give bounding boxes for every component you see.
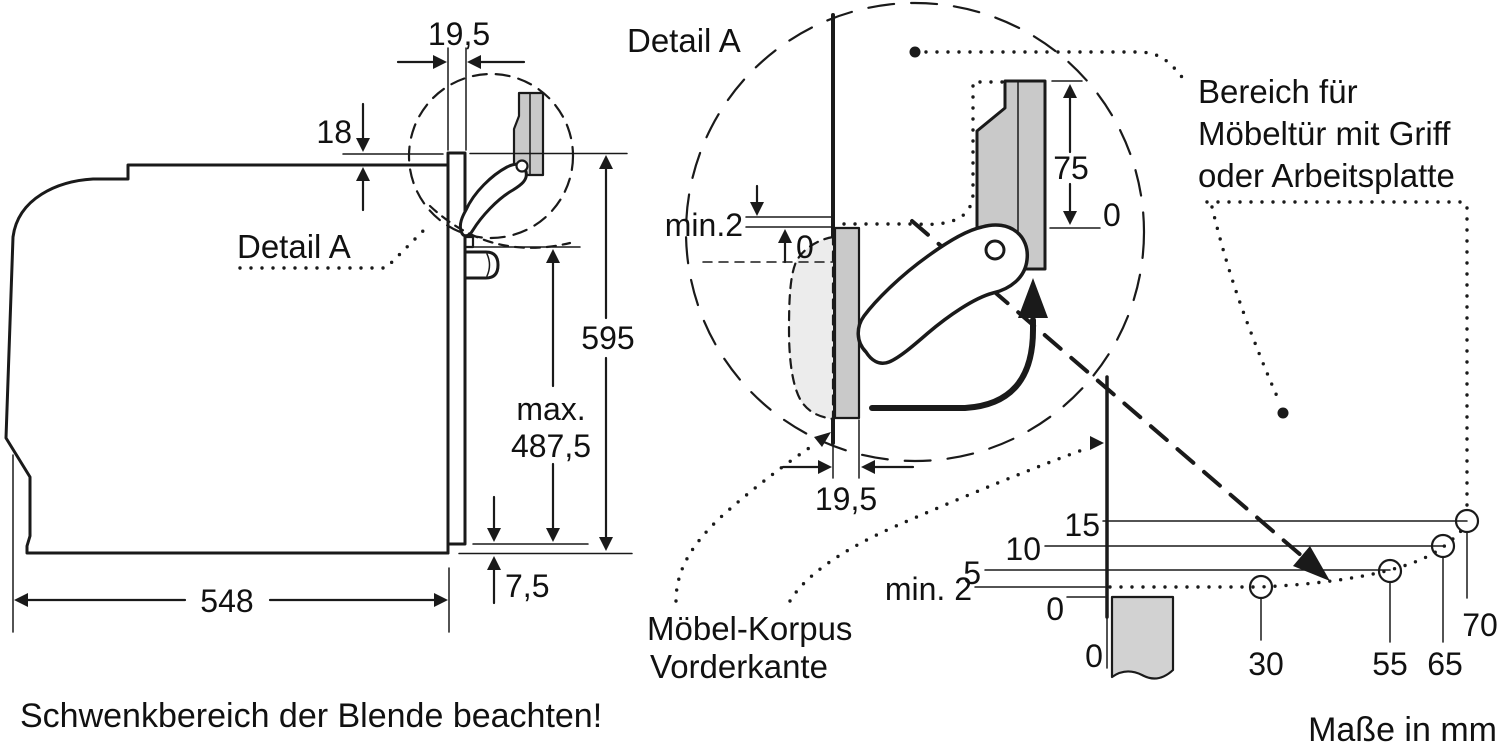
door-hinge-arm-small bbox=[458, 162, 528, 238]
front-edge-line1: Möbel-Korpus bbox=[647, 610, 852, 647]
furniture-panel-section bbox=[1110, 595, 1175, 680]
oven-front-panel bbox=[446, 151, 467, 555]
offset-chart: 15 10 5 min. 2 0 0 30 55 65 70 bbox=[885, 375, 1498, 682]
curve-marker-65 bbox=[1430, 533, 1456, 559]
dim-max-label1: max. bbox=[516, 391, 585, 427]
dim-75: 75 0 bbox=[1049, 80, 1121, 233]
oven-side-view bbox=[4, 72, 633, 555]
area-note-leader-left bbox=[1210, 205, 1282, 405]
dim-min2-label: min.2 bbox=[665, 207, 743, 243]
dim-595: 595 bbox=[581, 155, 635, 551]
dim-18-label: 18 bbox=[316, 114, 352, 150]
xlabel-70: 70 bbox=[1462, 607, 1498, 643]
dim-19-5-left-label: 19,5 bbox=[428, 16, 490, 52]
detail-a-title: Detail A bbox=[627, 22, 741, 59]
control-knob-detail bbox=[486, 253, 491, 277]
xlabel-55: 55 bbox=[1372, 646, 1408, 682]
front-edge-leader-left-arrowhead bbox=[814, 432, 831, 447]
dim-18: 18 bbox=[316, 102, 370, 212]
ylabel-min2: min. 2 bbox=[885, 571, 972, 607]
detail-a-view: Detail A min.2 0 bbox=[627, 1, 1330, 581]
dim-min-2: min.2 0 bbox=[665, 184, 834, 265]
door-hinge-arm-large bbox=[856, 223, 1029, 365]
front-edge-note: Möbel-Korpus Vorderkante bbox=[647, 432, 1104, 685]
ylabel-10: 10 bbox=[1005, 531, 1041, 567]
ylabel-0: 0 bbox=[1046, 591, 1064, 627]
warning-note: Schwenkbereich der Blende beachten! bbox=[20, 697, 602, 735]
xlabel-0: 0 bbox=[1085, 638, 1103, 674]
area-note: Bereich für Möbeltür mit Griff oder Arbe… bbox=[1198, 73, 1469, 514]
door-zone-dotted bbox=[838, 80, 1004, 227]
dim-7-5: 7,5 bbox=[487, 495, 549, 605]
detail-a-reference: Detail A bbox=[237, 222, 432, 270]
dim-zero-left-label: 0 bbox=[796, 229, 814, 265]
oven-panel-section bbox=[833, 226, 861, 420]
dim-7-5-label: 7,5 bbox=[505, 568, 549, 604]
detail-a-ref-label: Detail A bbox=[237, 228, 351, 265]
dim-max-487-5: max. 487,5 bbox=[511, 249, 591, 542]
panel-tab bbox=[463, 235, 475, 249]
curve-marker-30 bbox=[1248, 574, 1274, 600]
offset-curve-dotted bbox=[1108, 521, 1468, 589]
hinge-pivot-small bbox=[515, 159, 529, 173]
door-motion-arrow-curve bbox=[869, 317, 1036, 411]
dim-zero-right-label: 0 bbox=[1103, 197, 1121, 233]
curve-marker-70 bbox=[1454, 508, 1480, 534]
units-note: Maße in mm bbox=[1308, 711, 1497, 747]
detail-a-circle-large bbox=[684, 1, 1146, 463]
area-note-line1: Bereich für bbox=[1198, 73, 1358, 110]
xlabel-65: 65 bbox=[1427, 646, 1463, 682]
front-edge-leader-right-arrowhead bbox=[1090, 436, 1104, 450]
dim-19-5-detail-label: 19,5 bbox=[815, 481, 877, 517]
dim-595-label: 595 bbox=[581, 320, 634, 356]
leader-dot-top bbox=[909, 46, 921, 58]
curve-marker-55 bbox=[1377, 558, 1403, 584]
xlabel-30: 30 bbox=[1248, 646, 1284, 682]
dim-75-label: 75 bbox=[1053, 150, 1089, 186]
detail-a-ref-leader bbox=[238, 222, 432, 270]
area-leader-top bbox=[924, 50, 1189, 87]
hinge-pivot-large bbox=[984, 239, 1006, 261]
door-motion-arrowhead bbox=[1018, 278, 1048, 318]
detail-a-circle-small bbox=[407, 72, 575, 240]
dim-max-label2: 487,5 bbox=[511, 428, 591, 464]
front-edge-line2: Vorderkante bbox=[650, 648, 828, 685]
dim-19-5-detail: 19,5 bbox=[781, 419, 915, 517]
ylabel-15: 15 bbox=[1064, 507, 1100, 543]
oven-door-section-light bbox=[787, 235, 835, 421]
dim-19-5-left: 19,5 bbox=[396, 16, 526, 151]
front-edge-leader-left bbox=[674, 442, 817, 603]
dim-548-label: 548 bbox=[200, 583, 253, 619]
pointer-arrowhead bbox=[1293, 546, 1330, 581]
oven-body-outline bbox=[4, 163, 450, 555]
ylabel-5: 5 bbox=[963, 555, 981, 591]
leader-dot-bottom bbox=[1277, 407, 1289, 419]
dim-548: 548 bbox=[12, 454, 450, 633]
area-note-line3: oder Arbeitsplatte bbox=[1198, 157, 1455, 194]
area-note-line2: Möbeltür mit Griff bbox=[1198, 115, 1451, 152]
control-knob bbox=[463, 250, 500, 280]
